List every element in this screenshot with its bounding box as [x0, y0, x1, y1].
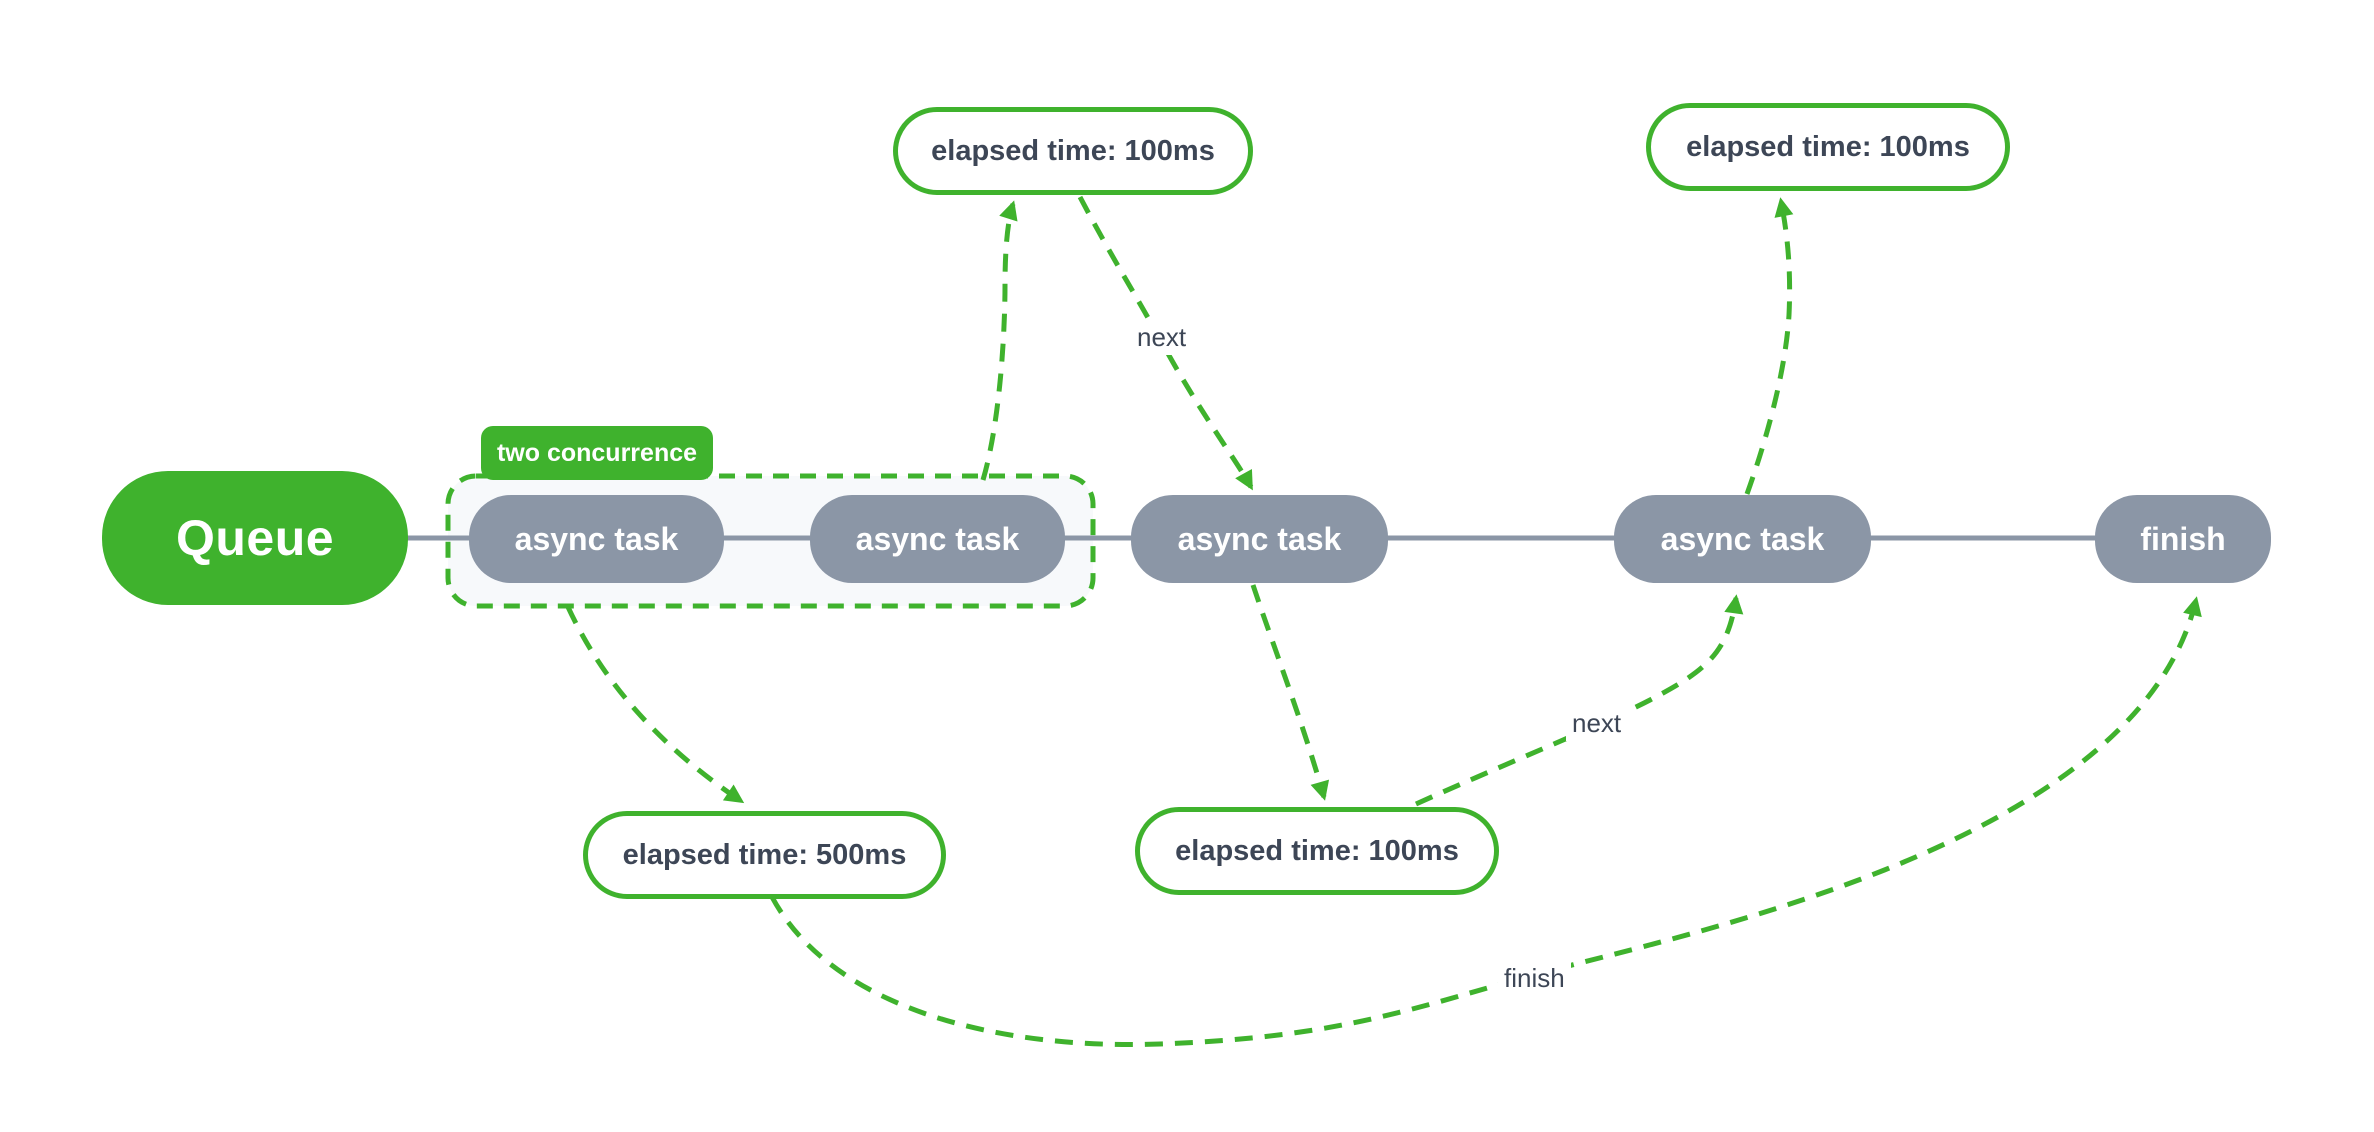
finish-node-label: finish	[2140, 520, 2226, 557]
edge-label-next-bottom: next	[1566, 706, 1628, 741]
concurrency-group-label: two concurrence	[481, 426, 713, 480]
async-task-node-3: async task	[1131, 495, 1388, 583]
elapsed-bubble-bottom-left: elapsed time: 500ms	[583, 811, 946, 899]
finish-node: finish	[2095, 495, 2271, 583]
edge-task4-to-bubble-top-right	[1744, 197, 1794, 495]
elapsed-bubble-text: elapsed time: 100ms	[931, 134, 1215, 167]
async-task-label: async task	[1660, 520, 1825, 557]
edge-label-next-top: next	[1131, 320, 1193, 355]
edge-bubble-bottom-left-to-finish	[769, 596, 2202, 1048]
edge-group-to-bubble-bottom-left	[565, 605, 745, 804]
async-task-node-2: async task	[810, 495, 1065, 583]
edge-bubble-bottom-mid-to-task4	[1414, 594, 1744, 807]
elapsed-bubble-text: elapsed time: 100ms	[1175, 834, 1459, 867]
edge-task3-to-bubble-bottom-mid	[1250, 584, 1330, 801]
elapsed-bubble-top-right: elapsed time: 100ms	[1646, 103, 2010, 191]
concurrency-group-label-text: two concurrence	[496, 438, 698, 467]
edge-group-to-bubble-top-left	[980, 200, 1018, 481]
async-task-node-4: async task	[1614, 495, 1871, 583]
elapsed-bubble-text: elapsed time: 500ms	[622, 838, 907, 871]
queue-node-label: Queue	[175, 510, 335, 566]
queue-node: Queue	[102, 471, 408, 605]
elapsed-bubble-bottom-mid: elapsed time: 100ms	[1135, 807, 1499, 895]
async-task-node-1: async task	[469, 495, 724, 583]
async-task-label: async task	[1177, 520, 1342, 557]
elapsed-bubble-top-left: elapsed time: 100ms	[893, 107, 1253, 195]
async-task-label: async task	[855, 520, 1020, 557]
elapsed-bubble-text: elapsed time: 100ms	[1686, 130, 1970, 163]
async-task-label: async task	[514, 520, 679, 557]
edge-label-finish: finish	[1498, 961, 1571, 996]
